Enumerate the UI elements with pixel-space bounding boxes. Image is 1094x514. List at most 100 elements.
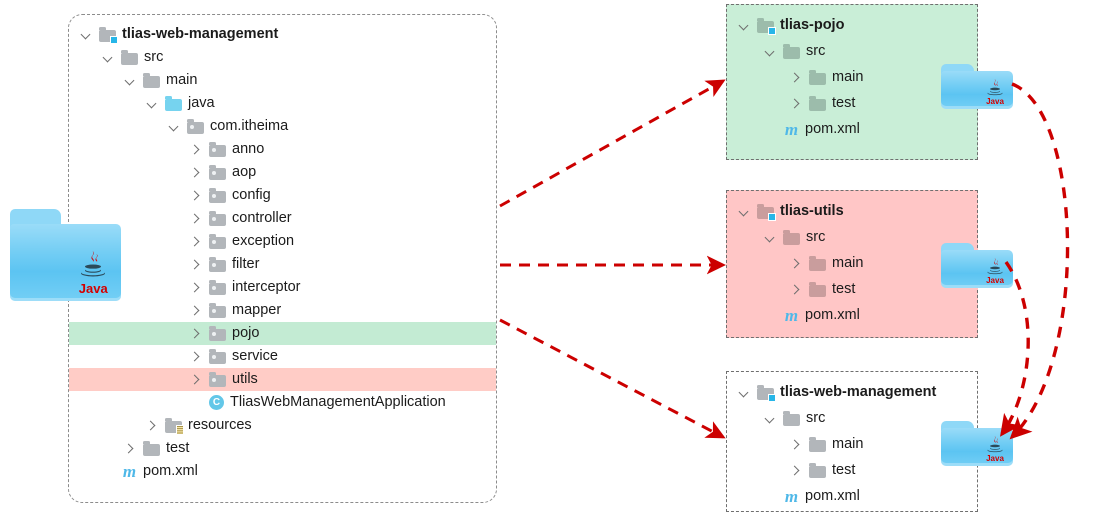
- tree-row[interactable]: tlias-web-management: [727, 381, 977, 404]
- folder-package-icon: [209, 165, 226, 180]
- chevron-right-icon[interactable]: [189, 322, 203, 345]
- tree-row[interactable]: test: [727, 278, 977, 301]
- tree-row[interactable]: tlias-utils: [727, 200, 977, 223]
- chevron-right-icon[interactable]: [789, 433, 803, 456]
- tree-row[interactable]: main: [727, 252, 977, 275]
- tree-row-label: src: [144, 49, 164, 65]
- chevron-down-icon[interactable]: [737, 200, 751, 223]
- chevron-right-icon[interactable]: [189, 345, 203, 368]
- tree-row-label: tlias-pojo: [780, 17, 845, 33]
- tree-row[interactable]: config: [69, 184, 496, 207]
- tree-row-label: java: [188, 95, 215, 111]
- folder-package-icon: [209, 234, 226, 249]
- folder-package-icon: [209, 257, 226, 272]
- tree-row[interactable]: aop: [69, 161, 496, 184]
- tree-row-label: exception: [232, 233, 295, 249]
- chevron-right-icon[interactable]: [189, 161, 203, 184]
- chevron-down-icon[interactable]: [145, 92, 159, 115]
- java-folder-utils-icon: Java: [941, 243, 1013, 288]
- chevron-down-icon[interactable]: [123, 69, 137, 92]
- tree-row-label: pojo: [232, 325, 260, 341]
- folder-module-icon: [757, 385, 776, 402]
- tree-row[interactable]: tlias-pojo: [727, 14, 977, 37]
- tree-row-label: pom.xml: [143, 463, 198, 479]
- folder-body: Java: [941, 250, 1013, 288]
- chevron-placeholder: [189, 391, 203, 414]
- folder-icon: [809, 463, 826, 478]
- tree-row-label: tlias-web-management: [780, 384, 937, 400]
- folder-icon: [121, 50, 138, 65]
- chevron-placeholder: [763, 118, 777, 141]
- chevron-down-icon[interactable]: [763, 40, 777, 63]
- tree-row-label: main: [832, 69, 864, 85]
- folder-module-icon: [757, 18, 776, 35]
- tree-row[interactable]: pojo: [69, 322, 496, 345]
- tree-row[interactable]: src: [69, 46, 496, 69]
- tree-row[interactable]: service: [69, 345, 496, 368]
- chevron-right-icon[interactable]: [189, 276, 203, 299]
- tree-row-label: aop: [232, 164, 257, 180]
- tree-row[interactable]: tlias-web-management: [69, 23, 496, 46]
- chevron-right-icon[interactable]: [189, 138, 203, 161]
- maven-icon: m: [784, 306, 799, 325]
- tree-row[interactable]: src: [727, 407, 977, 430]
- tree-row-label: filter: [232, 256, 260, 272]
- chevron-down-icon[interactable]: [167, 115, 181, 138]
- chevron-right-icon[interactable]: [789, 66, 803, 89]
- tree-row[interactable]: resources: [69, 414, 496, 437]
- tree-row[interactable]: com.itheima: [69, 115, 496, 138]
- folder-package-icon: [209, 372, 226, 387]
- left-project-panel: tlias-web-management src main java com.ithei…: [68, 14, 497, 503]
- chevron-down-icon[interactable]: [79, 23, 93, 46]
- tree-row[interactable]: main: [727, 66, 977, 89]
- tree-row[interactable]: src: [727, 226, 977, 249]
- tree-row[interactable]: filter: [69, 253, 496, 276]
- chevron-right-icon[interactable]: [123, 437, 137, 460]
- chevron-right-icon[interactable]: [789, 278, 803, 301]
- tree-row[interactable]: java: [69, 92, 496, 115]
- tree-row-label: config: [232, 187, 271, 203]
- chevron-right-icon[interactable]: [145, 414, 159, 437]
- tree-row[interactable]: test: [727, 459, 977, 482]
- tree-row-label: resources: [188, 417, 252, 433]
- chevron-down-icon[interactable]: [737, 381, 751, 404]
- tree-row[interactable]: main: [69, 69, 496, 92]
- chevron-right-icon[interactable]: [189, 230, 203, 253]
- chevron-right-icon[interactable]: [189, 299, 203, 322]
- chevron-down-icon[interactable]: [737, 14, 751, 37]
- chevron-placeholder: [763, 485, 777, 508]
- chevron-right-icon[interactable]: [789, 252, 803, 275]
- tree-row[interactable]: src: [727, 40, 977, 63]
- java-folder-source-icon: Java: [10, 209, 121, 301]
- tree-row-label: pom.xml: [805, 307, 860, 323]
- folder-package-icon: [209, 211, 226, 226]
- tree-row[interactable]: utils: [69, 368, 496, 391]
- folder-package-icon: [209, 326, 226, 341]
- tree-row[interactable]: anno: [69, 138, 496, 161]
- tree-row[interactable]: interceptor: [69, 276, 496, 299]
- chevron-right-icon[interactable]: [789, 92, 803, 115]
- chevron-right-icon[interactable]: [189, 184, 203, 207]
- chevron-down-icon[interactable]: [763, 407, 777, 430]
- chevron-down-icon[interactable]: [101, 46, 115, 69]
- tree-row[interactable]: m pom.xml: [727, 304, 977, 327]
- chevron-right-icon[interactable]: [189, 207, 203, 230]
- tree-row[interactable]: controller: [69, 207, 496, 230]
- chevron-right-icon[interactable]: [189, 368, 203, 391]
- tree-row[interactable]: test: [69, 437, 496, 460]
- chevron-right-icon[interactable]: [789, 459, 803, 482]
- tree-row[interactable]: test: [727, 92, 977, 115]
- tree-row[interactable]: mapper: [69, 299, 496, 322]
- maven-icon: m: [784, 487, 799, 506]
- tree-row[interactable]: main: [727, 433, 977, 456]
- chevron-right-icon[interactable]: [189, 253, 203, 276]
- chevron-down-icon[interactable]: [763, 226, 777, 249]
- tree-row[interactable]: exception: [69, 230, 496, 253]
- folder-icon: [783, 411, 800, 426]
- folder-module-icon: [99, 27, 118, 44]
